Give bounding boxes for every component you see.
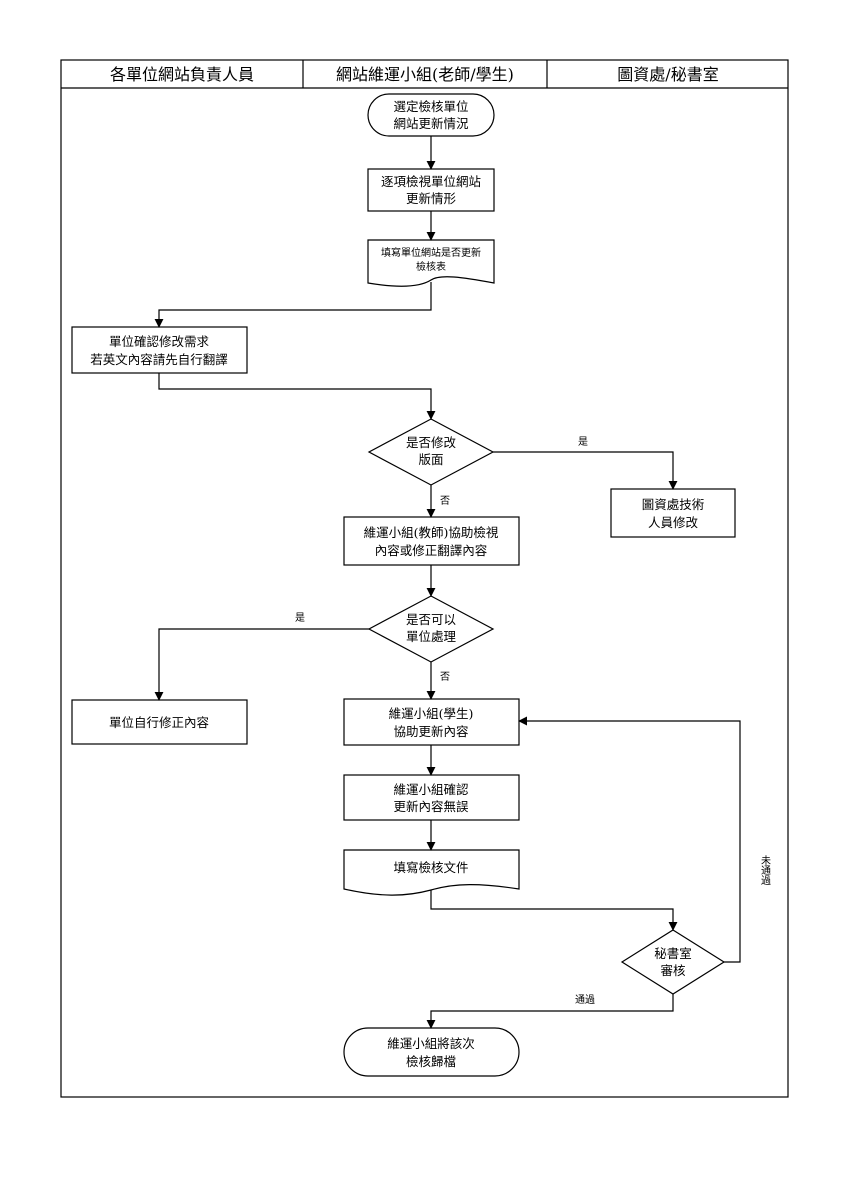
node-start-line-2: 網站更新情況 [393,116,469,131]
node-secretariat-line-1: 秘書室 [654,946,692,961]
node-decision-unit-line-2: 單位處理 [406,629,457,644]
label-unit-yes: 是 [295,612,305,624]
node-review: 逐項檢視單位網站 更新情形 [367,168,495,212]
label-fail: 未通過 [759,855,771,886]
lane-header-library-secretariat: 圖資處/秘書室 [617,65,718,84]
node-verify-line-2: 更新內容無誤 [393,799,469,814]
node-verify: 維運小組確認 更新內容無誤 [343,774,520,821]
node-confirm-line-2: 若英文內容請先自行翻譯 [90,352,228,367]
node-student-update-line-2: 協助更新內容 [393,724,468,739]
node-self-fix: 單位自行修正內容 [71,699,248,745]
node-teacher-assist-line-2: 內容或修正翻譯內容 [375,543,488,558]
node-tech-line-2: 人員修改 [648,515,699,530]
node-student-update-line-1: 維運小組(學生) [389,706,474,721]
edge-decision-unit-yes [154,628,369,701]
node-review-line-2: 更新情形 [406,191,457,206]
label-layout-no: 否 [440,495,450,507]
node-secretariat-line-2: 審核 [660,963,686,978]
node-tech: 圖資處技術 人員修改 [610,488,736,538]
node-student-update: 維運小組(學生) 協助更新內容 [343,698,520,746]
edge-fill-doc-secretariat [430,890,678,931]
node-review-line-1: 逐項檢視單位網站 [381,174,481,189]
edge-secretariat-fail [518,716,741,963]
node-secretariat: 秘書室 審核 [620,929,726,995]
diagram-frame [60,59,789,1098]
node-fill-form: 填寫單位網站是否更新 檢核表 [367,239,495,287]
node-start: 選定檢核單位 網站更新情況 [367,93,495,137]
node-decision-layout-line-1: 是否修改 [406,435,457,450]
node-tech-line-1: 圖資處技術 [642,497,705,512]
node-fill-form-line-1: 填寫單位網站是否更新 [381,246,481,259]
node-decision-unit-line-1: 是否可以 [406,612,457,627]
node-decision-layout: 是否修改 版面 [367,418,495,486]
node-archive-line-2: 檢核歸檔 [406,1054,456,1069]
node-decision-unit: 是否可以 單位處理 [367,595,495,663]
edge-confirm-decision-layout [158,373,436,420]
lane-header-units: 各單位網站負責人員 [110,65,254,84]
node-teacher-assist-line-1: 維運小組(教師)協助檢視 [364,525,499,540]
node-teacher-assist: 維運小組(教師)協助檢視 內容或修正翻譯內容 [343,516,520,566]
edge-secretariat-pass [426,994,674,1029]
node-fill-doc-line-1: 填寫檢核文件 [393,860,468,875]
node-fill-form-line-2: 檢核表 [416,260,446,273]
node-archive-line-1: 維運小組將該次 [387,1036,475,1051]
label-layout-yes: 是 [578,436,588,448]
node-archive: 維運小組將該次 檢核歸檔 [343,1027,520,1077]
node-verify-line-1: 維運小組確認 [393,782,469,797]
edge-fill-form-confirm [154,282,432,328]
node-fill-doc: 填寫檢核文件 [343,849,520,896]
node-confirm-line-1: 單位確認修改需求 [109,334,210,349]
node-start-line-1: 選定檢核單位 [393,99,468,114]
label-pass: 通過 [575,994,595,1006]
label-unit-no: 否 [440,671,450,683]
node-self-fix-line-1: 單位自行修正內容 [109,715,209,730]
node-decision-layout-line-2: 版面 [418,452,443,467]
lane-header-maintenance-team: 網站維運小組(老師/學生) [336,65,514,84]
node-confirm: 單位確認修改需求 若英文內容請先自行翻譯 [71,326,248,374]
edge-decision-layout-yes [493,451,678,490]
